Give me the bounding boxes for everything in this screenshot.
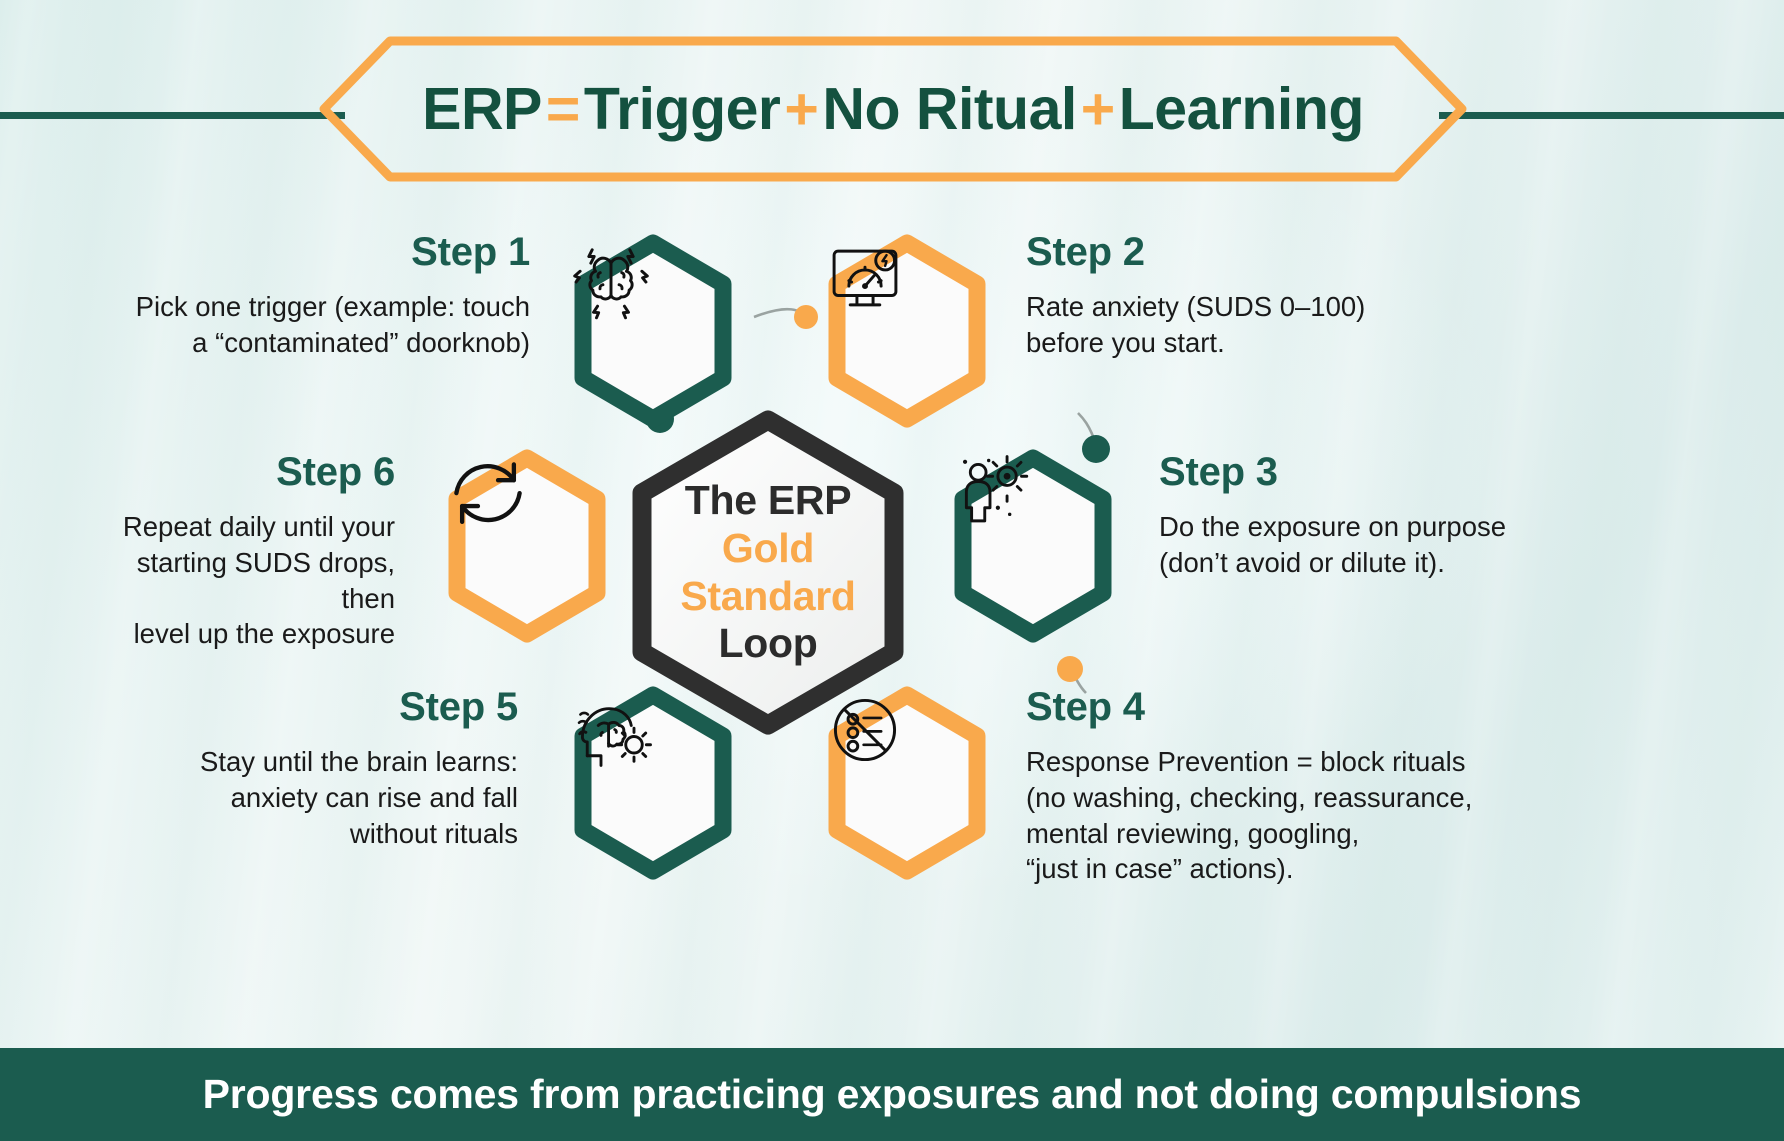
- step-2-hexagon[interactable]: [822, 234, 992, 428]
- footer-banner: Progress comes from practicing exposures…: [0, 1048, 1784, 1141]
- center-label: The ERP Gold Standard Loop: [618, 410, 918, 735]
- step-3-body: Do the exposure on purpose (don’t avoid …: [1159, 511, 1507, 578]
- step-3-text-block: Step 3 Do the exposure on purpose (don’t…: [1159, 450, 1639, 581]
- step-2-body: Rate anxiety (SUDS 0–100) before you sta…: [1026, 291, 1366, 358]
- title-op-plus-1: +: [784, 76, 819, 142]
- step-1-label: Step 1: [411, 230, 530, 274]
- step-6-hexagon[interactable]: [442, 449, 612, 643]
- title-word-trigger: Trigger: [583, 76, 781, 142]
- step-6-label: Step 6: [276, 450, 395, 494]
- title-banner: ERP = Trigger + No Ritual + Learning: [318, 35, 1468, 183]
- center-hexagon: The ERP Gold Standard Loop: [618, 410, 918, 735]
- step-1-body: Pick one trigger (example: touch a “cont…: [135, 291, 530, 358]
- title-rule-right: [1439, 112, 1784, 119]
- center-line-3: Standard: [680, 572, 856, 619]
- step-5-text-block: Step 5 Stay until the brain learns: anxi…: [100, 685, 518, 851]
- erp-loop-diagram: The ERP Gold Standard Loop: [0, 185, 1784, 915]
- title-word-erp: ERP: [422, 76, 542, 142]
- title-op-equals: =: [545, 76, 580, 142]
- step-5-body: Stay until the brain learns: anxiety can…: [200, 746, 518, 849]
- title-word-learning: Learning: [1118, 76, 1365, 142]
- center-line-2: Gold: [721, 524, 815, 571]
- page-title: ERP = Trigger + No Ritual + Learning: [318, 35, 1468, 183]
- step-1-hexagon[interactable]: [568, 234, 738, 428]
- connector-dot-lower-right: [1057, 656, 1083, 682]
- step-3-hexagon[interactable]: [948, 449, 1118, 643]
- title-word-no-ritual: No Ritual: [822, 76, 1077, 142]
- step-3-label: Step 3: [1159, 450, 1278, 494]
- title-op-plus-2: +: [1080, 76, 1115, 142]
- step-6-body: Repeat daily until your starting SUDS dr…: [122, 511, 395, 650]
- step-4-body: Response Prevention = block rituals (no …: [1026, 746, 1473, 885]
- step-6-text-block: Step 6 Repeat daily until your starting …: [80, 450, 395, 652]
- step-4-text-block: Step 4 Response Prevention = block ritua…: [1026, 685, 1546, 887]
- connector-dot-upper-right: [1082, 435, 1110, 463]
- step-4-label: Step 4: [1026, 685, 1145, 729]
- connector-dot-top: [794, 305, 818, 329]
- step-4-hexagon[interactable]: [822, 686, 992, 880]
- center-line-4: Loop: [718, 620, 818, 667]
- footer-message: Progress comes from practicing exposures…: [202, 1071, 1582, 1117]
- step-5-label: Step 5: [399, 685, 518, 729]
- step-2-text-block: Step 2 Rate anxiety (SUDS 0–100) before …: [1026, 230, 1496, 361]
- center-line-1: The ERP: [684, 476, 852, 523]
- step-5-hexagon[interactable]: [568, 686, 738, 880]
- title-rule-left: [0, 112, 345, 119]
- step-1-text-block: Step 1 Pick one trigger (example: touch …: [110, 230, 531, 361]
- step-2-label: Step 2: [1026, 230, 1145, 274]
